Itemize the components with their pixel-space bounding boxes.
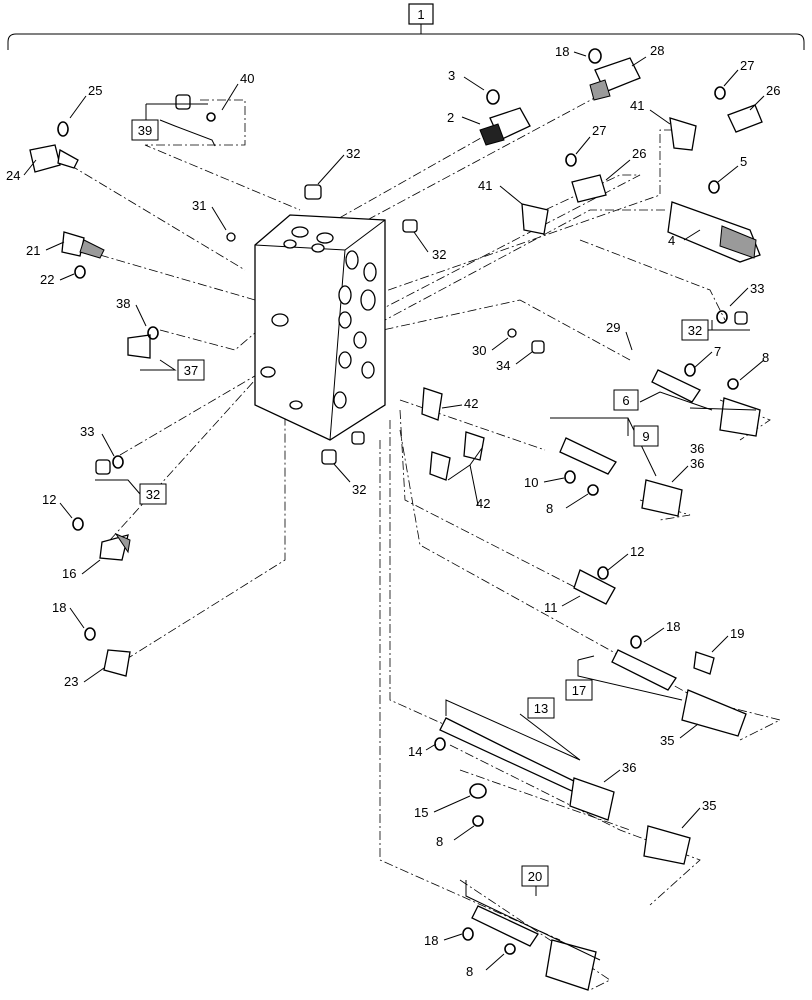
callout-8-lower: 8 [436, 834, 443, 849]
callout-38: 38 [116, 296, 130, 311]
callout-34: 34 [496, 358, 510, 373]
callout-15: 15 [414, 805, 428, 820]
callout-42-bottom: 42 [476, 496, 490, 511]
callout-4: 4 [668, 233, 675, 248]
boxed-label-32-top: 32 [688, 323, 702, 338]
callout-7: 7 [714, 344, 721, 359]
callout-18-bottom: 18 [424, 933, 438, 948]
callout-33-right: 33 [750, 281, 764, 296]
callout-40: 40 [240, 71, 254, 86]
callout-41-mid: 41 [478, 178, 492, 193]
callout-labels: 25 24 40 3 2 18 28 27 26 41 27 26 41 5 4… [6, 43, 780, 979]
boxed-label-39: 39 [138, 123, 152, 138]
boxed-label-32-left: 32 [146, 487, 160, 502]
callout-3: 3 [448, 68, 455, 83]
callout-8-right: 8 [762, 350, 769, 365]
callout-36-bottom: 36 [622, 760, 636, 775]
valve-block [254, 214, 386, 441]
callout-30: 30 [472, 343, 486, 358]
callout-27-right: 27 [740, 58, 754, 73]
assembly-label: 1 [417, 7, 424, 22]
callout-28: 28 [650, 43, 664, 58]
boxed-label-9: 9 [642, 429, 649, 444]
assembly-bracket: 1 [7, 3, 805, 50]
callout-5: 5 [740, 154, 747, 169]
callout-27-mid: 27 [592, 123, 606, 138]
callout-10: 10 [524, 475, 538, 490]
boxed-label-13: 13 [534, 701, 548, 716]
callout-18-mid: 18 [666, 619, 680, 634]
callout-12-left: 12 [42, 492, 56, 507]
callout-24: 24 [6, 168, 20, 183]
callout-33-left: 33 [80, 424, 94, 439]
boxed-label-6: 6 [622, 393, 629, 408]
callout-18-left: 18 [52, 600, 66, 615]
callout-26-right: 26 [766, 83, 780, 98]
callout-11: 11 [544, 600, 558, 615]
callout-12-mid: 12 [630, 544, 644, 559]
callout-16: 16 [62, 566, 76, 581]
callout-19: 19 [730, 626, 744, 641]
callout-35-top: 35 [660, 733, 674, 748]
callout-36-top: 36 [690, 456, 704, 471]
callout-14: 14 [408, 744, 422, 759]
callout-8-mid: 8 [546, 501, 553, 516]
callout-8-bottom: 8 [466, 964, 473, 979]
callout-41-right: 41 [630, 98, 644, 113]
connection-lines [69, 94, 782, 991]
callout-42-top: 42 [464, 396, 478, 411]
boxed-label-20: 20 [528, 869, 542, 884]
callout-23: 23 [64, 674, 78, 689]
boxed-label-37: 37 [184, 363, 198, 378]
callout-32-top: 32 [346, 146, 360, 161]
fittings [95, 94, 748, 475]
callout-31: 31 [192, 198, 206, 213]
callout-32-mid: 32 [432, 247, 446, 262]
boxed-callouts: 39 37 32 32 6 9 13 17 20 [95, 103, 750, 961]
o-rings [57, 48, 739, 955]
callout-21: 21 [26, 243, 40, 258]
boxed-label-17: 17 [572, 683, 586, 698]
callout-36-right: 36 [690, 441, 704, 456]
callout-2: 2 [447, 110, 454, 125]
callout-35-bottom: 35 [702, 798, 716, 813]
callout-18-top: 18 [555, 44, 569, 59]
callout-29: 29 [606, 320, 620, 335]
callout-26-mid: 26 [632, 146, 646, 161]
callout-22: 22 [40, 272, 54, 287]
callout-25: 25 [88, 83, 102, 98]
callout-32-bottom: 32 [352, 482, 366, 497]
